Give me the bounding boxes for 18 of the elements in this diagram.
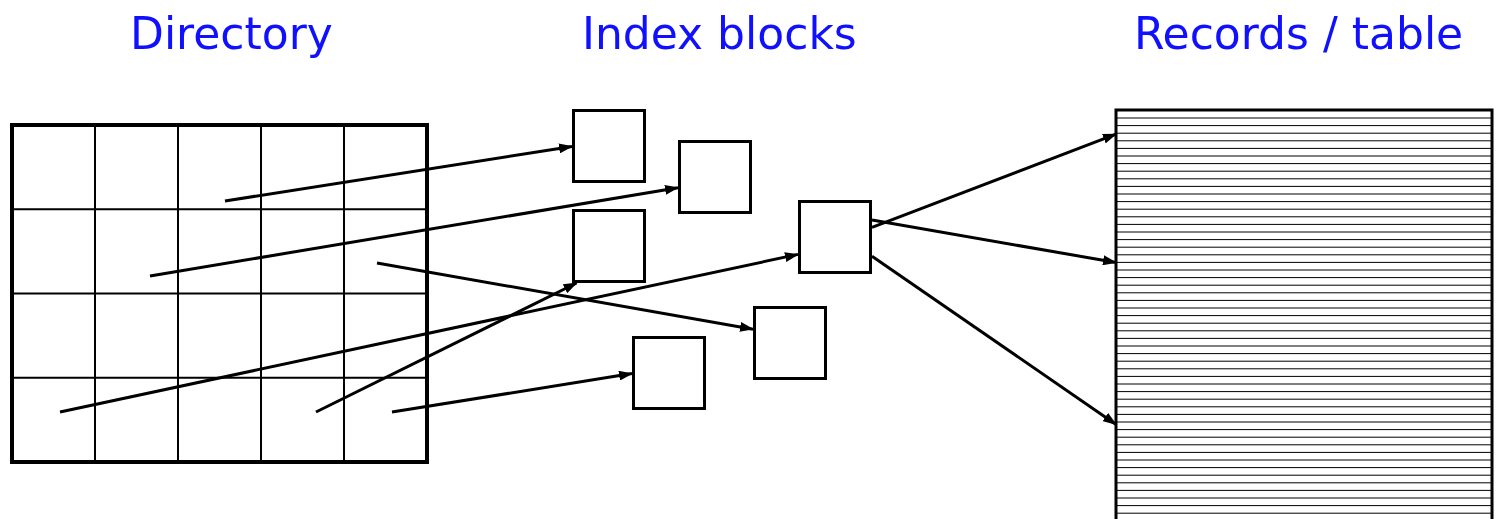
index-block bbox=[753, 306, 827, 380]
heading: Index blocks bbox=[582, 8, 857, 60]
index-block bbox=[632, 336, 706, 410]
arrow bbox=[149, 184, 679, 278]
index-block bbox=[798, 200, 872, 274]
arrow bbox=[871, 255, 1117, 426]
arrow bbox=[391, 370, 633, 414]
index-block bbox=[678, 140, 752, 214]
index-block bbox=[572, 109, 646, 183]
arrow bbox=[59, 252, 799, 414]
arrow bbox=[871, 218, 1117, 266]
arrow bbox=[224, 143, 573, 203]
arrow bbox=[871, 132, 1117, 229]
heading: Records / table bbox=[1134, 8, 1464, 60]
heading: Directory bbox=[130, 8, 333, 60]
index-block bbox=[572, 209, 646, 283]
arrow bbox=[315, 281, 578, 414]
arrow bbox=[376, 261, 754, 332]
